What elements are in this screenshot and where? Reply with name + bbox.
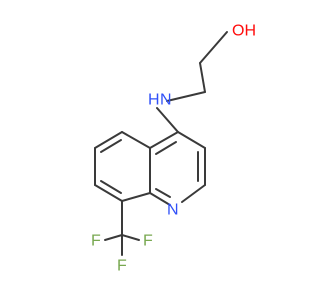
fluorine-top-label: F [117,258,127,275]
bond-c4a-c5 [121,131,151,149]
bond-c2r-n1 [181,184,206,203]
bond-c2-n [166,91,206,102]
bond-layer [94,31,228,256]
bond-c4a-c4-inner [155,141,177,155]
bond-cf3-f-left [104,234,123,241]
bond-c1-c2 [199,62,206,93]
fluorine-left-label: F [91,233,101,250]
bond-c4a-c4 [149,131,179,149]
bond-cf3-f-right [121,234,140,241]
bond-c5-c6-inner [100,139,122,153]
atom-label-layer: OH H N N F F F [91,23,256,275]
fluorine-right-label: F [143,233,153,250]
bond-c5-c6 [94,131,123,149]
amine-n-label: N [160,92,172,109]
ring-nitrogen-label: N [167,202,179,219]
molecule-diagram: OH H N N F F F [91,23,256,275]
structure-canvas: OH H N N F F F [91,22,256,275]
bond-n1-c8a [149,192,171,206]
bond-c7-c8-inner [100,180,122,194]
bond-c7-c8 [94,184,123,202]
bond-n1-c8a-inner [155,188,171,198]
bond-o-c1 [199,31,228,64]
hydroxyl-label: OH [232,23,256,40]
amine-h-label: H [148,92,160,109]
bond-c8-c8a [121,192,151,202]
bond-n-c4 [156,107,179,133]
bond-c4-c3 [177,131,206,149]
